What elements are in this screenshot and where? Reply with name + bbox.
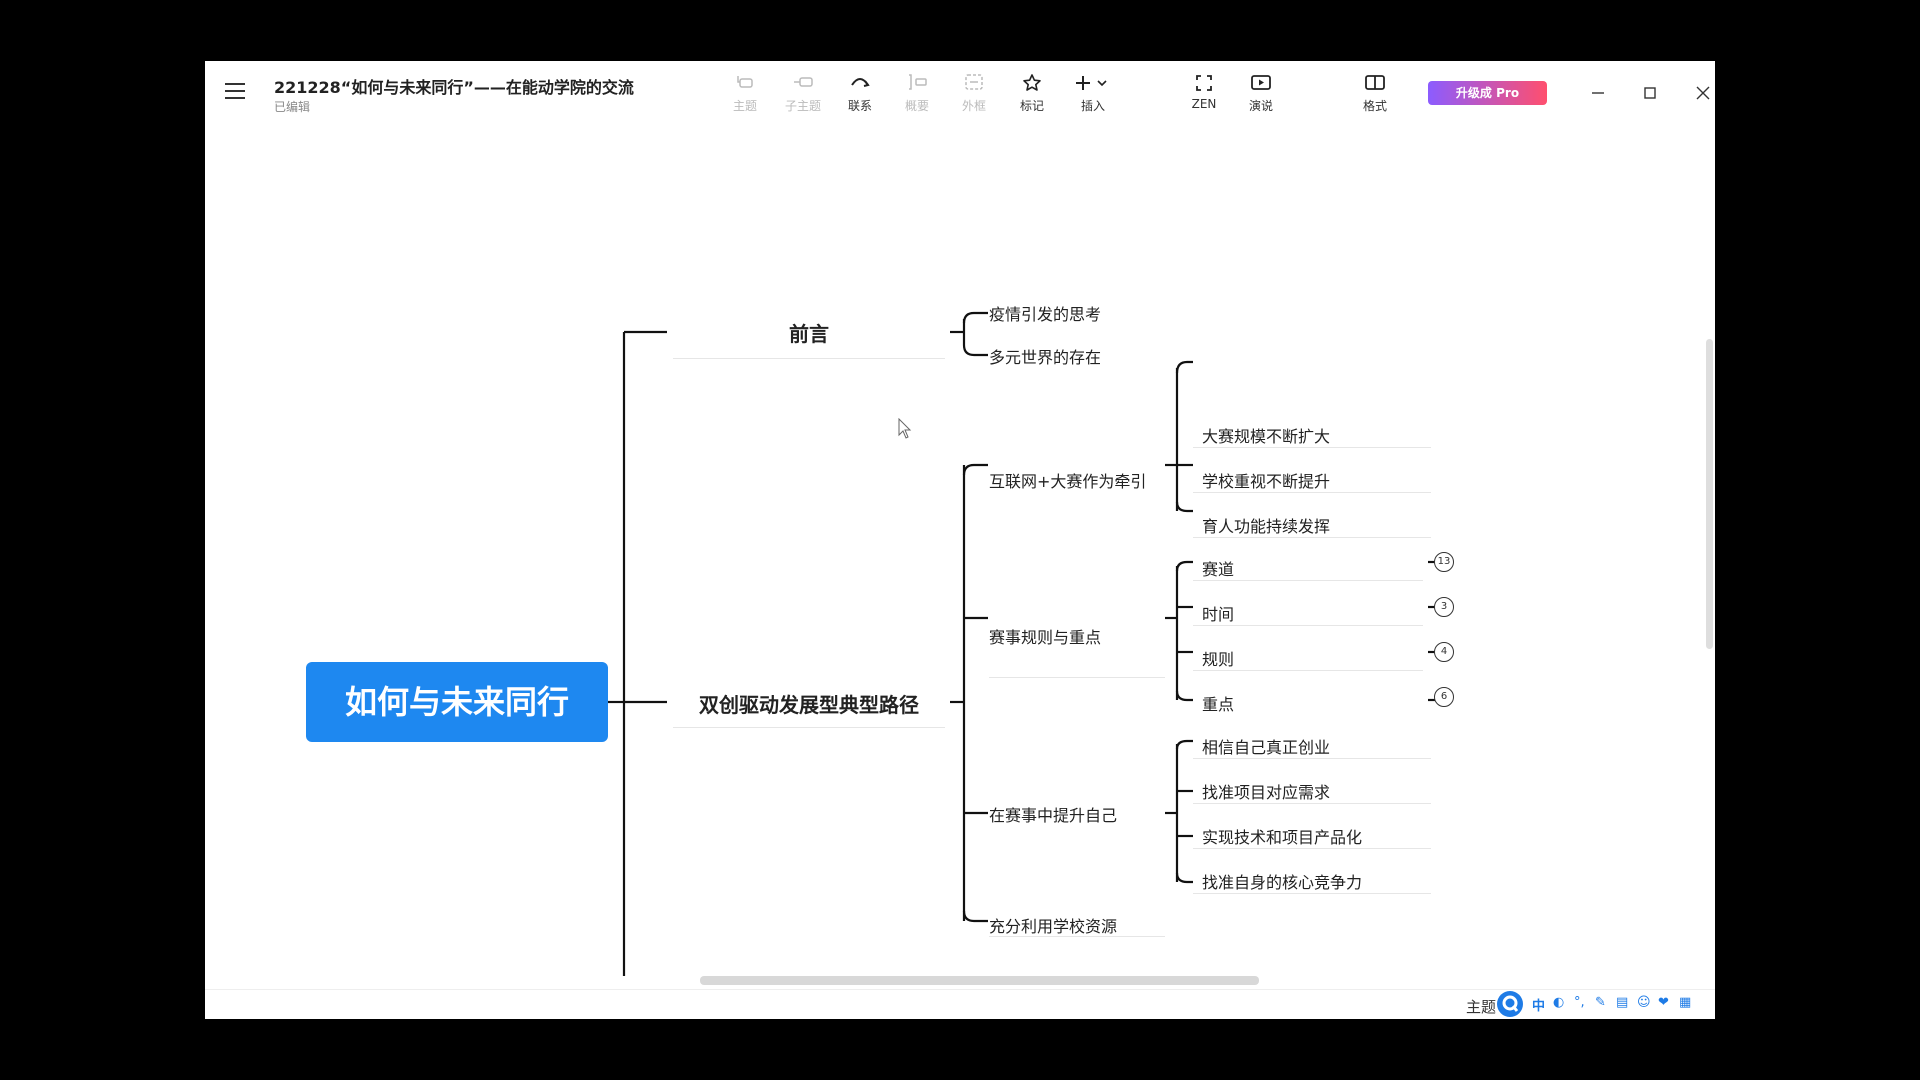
close-icon[interactable] bbox=[1689, 79, 1715, 107]
topic-underline bbox=[1193, 447, 1431, 448]
leaf-topic[interactable]: 时间 bbox=[1202, 605, 1235, 624]
topic-underline bbox=[1193, 537, 1431, 538]
summary-button[interactable]: 概要 bbox=[891, 73, 943, 114]
topic-underline bbox=[1193, 580, 1423, 581]
fullscreen-icon bbox=[1178, 73, 1230, 93]
relationship-icon bbox=[834, 73, 886, 93]
edit-status: 已编辑 bbox=[274, 100, 311, 114]
horizontal-scroll-thumb[interactable] bbox=[700, 976, 1259, 985]
pitch-button[interactable]: 演说 bbox=[1235, 73, 1287, 114]
leaf-topic[interactable]: 实现技术和项目产品化 bbox=[1202, 828, 1363, 847]
format-panel-icon bbox=[1349, 73, 1401, 93]
mouse-pointer-icon bbox=[898, 418, 912, 439]
marker-button[interactable]: 标记 bbox=[1006, 73, 1058, 114]
minimize-icon[interactable] bbox=[1584, 79, 1612, 107]
subtopic-button[interactable]: 子主题 bbox=[777, 73, 829, 114]
status-bar bbox=[205, 989, 1715, 1019]
zen-label: ZEN bbox=[1191, 97, 1217, 111]
leaf-topic[interactable]: 找准项目对应需求 bbox=[1202, 783, 1331, 802]
ime-toolbar: 中 ◐ °, ✎ ▤ ☺ ❤ ▦ bbox=[1495, 991, 1715, 1017]
document-title[interactable]: 221228“如何与未来同行”——在能动学院的交流 bbox=[274, 78, 634, 97]
plus-chevron-icon bbox=[1067, 73, 1119, 93]
mindmap-connectors bbox=[608, 311, 1435, 976]
main-topic-preface[interactable]: 前言 bbox=[789, 322, 829, 346]
leaf-topic[interactable]: 赛道 bbox=[1202, 560, 1235, 579]
leaf-topic[interactable]: 学校重视不断提升 bbox=[1202, 472, 1331, 491]
summary-icon bbox=[891, 73, 943, 93]
ime-tool-icon[interactable]: ✎ bbox=[1595, 995, 1606, 1010]
ime-logo-icon[interactable] bbox=[1495, 991, 1715, 1017]
collapsed-count-badge[interactable]: 13 bbox=[1434, 552, 1454, 572]
central-topic[interactable]: 如何与未来同行 bbox=[306, 662, 608, 742]
topic-underline bbox=[989, 677, 1165, 678]
subtopic[interactable]: 赛事规则与重点 bbox=[989, 628, 1102, 647]
ime-halfwidth-icon[interactable]: ◐ bbox=[1553, 995, 1565, 1010]
ime-emoji-icon[interactable]: ☺ bbox=[1637, 995, 1651, 1010]
leaf-topic[interactable]: 重点 bbox=[1202, 695, 1235, 714]
subtopic[interactable]: 充分利用学校资源 bbox=[989, 917, 1118, 936]
topic-label: 主题 bbox=[732, 99, 757, 113]
topic-underline bbox=[1193, 848, 1431, 849]
ime-chinese-mode[interactable]: 中 bbox=[1532, 999, 1546, 1014]
relationship-label: 联系 bbox=[847, 99, 872, 113]
play-icon bbox=[1235, 73, 1287, 93]
leaf-topic[interactable]: 相信自己真正创业 bbox=[1202, 738, 1331, 757]
subtopic[interactable]: 多元世界的存在 bbox=[989, 348, 1102, 367]
subtopic[interactable]: 互联网+大赛作为牵引 bbox=[989, 472, 1147, 491]
title-bar: 221228“如何与未来同行”——在能动学院的交流 已编辑 主题 子主题 联系 … bbox=[205, 61, 1715, 121]
topic-underline bbox=[1193, 670, 1423, 671]
topic-button[interactable]: 主题 bbox=[719, 73, 771, 114]
upgrade-pro-button[interactable]: 升级成 Pro bbox=[1428, 81, 1547, 105]
topic-underline bbox=[1193, 893, 1431, 894]
maximize-icon[interactable] bbox=[1636, 79, 1664, 107]
format-label: 格式 bbox=[1362, 99, 1387, 113]
subtopic[interactable]: 在赛事中提升自己 bbox=[989, 806, 1118, 825]
topic-underline bbox=[1193, 803, 1431, 804]
relationship-button[interactable]: 联系 bbox=[834, 73, 886, 114]
leaf-topic[interactable]: 大赛规模不断扩大 bbox=[1202, 427, 1331, 446]
pitch-label: 演说 bbox=[1248, 99, 1273, 113]
vertical-scroll-thumb[interactable] bbox=[1706, 339, 1713, 649]
format-button[interactable]: 格式 bbox=[1349, 73, 1401, 114]
app-window: 221228“如何与未来同行”——在能动学院的交流 已编辑 主题 子主题 联系 … bbox=[205, 61, 1715, 1019]
collapsed-count-badge[interactable]: 4 bbox=[1434, 642, 1454, 662]
insert-button[interactable]: 插入 bbox=[1067, 73, 1119, 114]
topic-underline bbox=[1193, 492, 1431, 493]
topic-underline bbox=[673, 358, 945, 359]
topic-underline bbox=[1193, 758, 1431, 759]
boundary-button[interactable]: 外框 bbox=[948, 73, 1000, 114]
topic-underline bbox=[673, 727, 945, 728]
marker-label: 标记 bbox=[1019, 99, 1044, 113]
ime-clipboard-icon[interactable]: ▤ bbox=[1616, 995, 1629, 1010]
star-icon bbox=[1006, 73, 1058, 93]
collapsed-count-badge[interactable]: 6 bbox=[1434, 687, 1454, 707]
topic-underline bbox=[989, 936, 1165, 937]
insert-label: 插入 bbox=[1080, 99, 1105, 113]
boundary-label: 外框 bbox=[961, 99, 986, 113]
topic-icon bbox=[719, 73, 771, 93]
hamburger-menu-icon[interactable] bbox=[225, 83, 245, 99]
ime-skin-icon[interactable]: ❤ bbox=[1658, 995, 1669, 1010]
leaf-topic[interactable]: 找准自身的核心竞争力 bbox=[1202, 873, 1363, 892]
leaf-topic[interactable]: 规则 bbox=[1202, 650, 1235, 669]
main-topic-path[interactable]: 双创驱动发展型典型路径 bbox=[699, 693, 919, 717]
subtopic-label: 子主题 bbox=[784, 99, 821, 113]
collapsed-count-badge[interactable]: 3 bbox=[1434, 597, 1454, 617]
ime-punctuation-icon[interactable]: °, bbox=[1574, 995, 1585, 1010]
theme-label[interactable]: 主题 bbox=[1466, 998, 1497, 1016]
boundary-icon bbox=[948, 73, 1000, 93]
subtopic-icon bbox=[777, 73, 829, 93]
leaf-topic[interactable]: 育人功能持续发挥 bbox=[1202, 517, 1331, 536]
zen-button[interactable]: ZEN bbox=[1178, 73, 1230, 111]
ime-menu-icon[interactable]: ▦ bbox=[1679, 995, 1692, 1010]
summary-label: 概要 bbox=[904, 99, 929, 113]
subtopic[interactable]: 疫情引发的思考 bbox=[989, 305, 1102, 324]
topic-underline bbox=[1193, 625, 1423, 626]
